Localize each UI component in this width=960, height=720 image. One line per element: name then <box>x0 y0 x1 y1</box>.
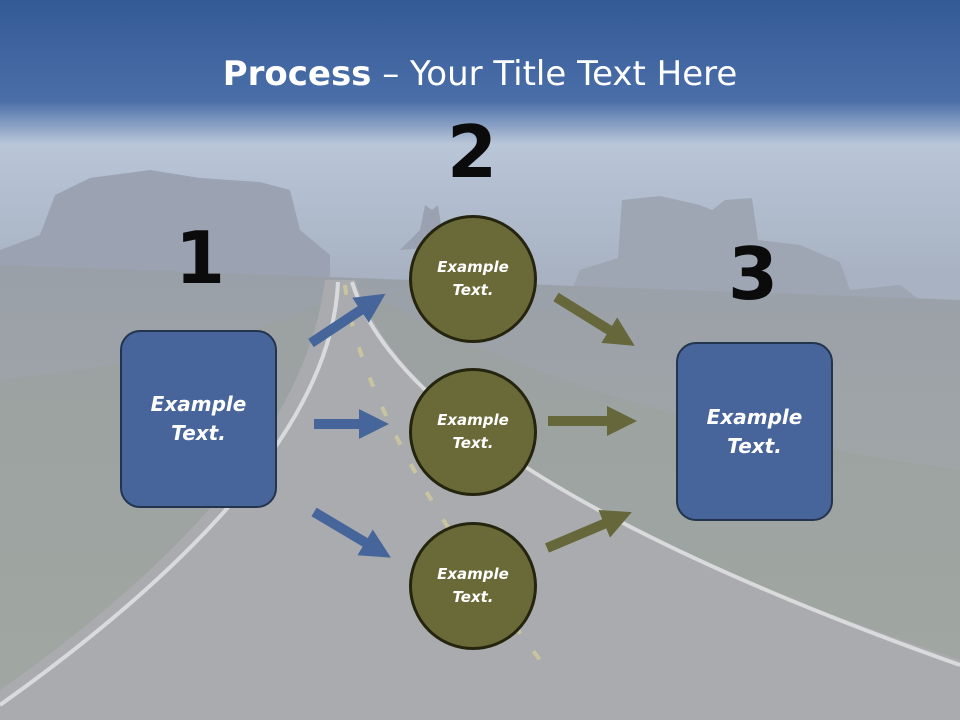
arrow-bottom-to-right <box>545 510 632 553</box>
step-number-2: 2 <box>446 110 498 194</box>
right-box-text: Example Text. <box>706 404 803 458</box>
circle-bottom-text: Example Text. <box>437 565 509 606</box>
arrow-left-to-top <box>308 293 386 348</box>
circle-top-text: Example Text. <box>437 258 509 299</box>
left-box-text: Example Text. <box>150 392 247 445</box>
circle-top: Example Text. <box>409 215 537 343</box>
right-text-box: Example Text. <box>676 342 833 521</box>
title-bold: Process <box>222 54 372 94</box>
circle-middle: Example Text. <box>409 368 537 496</box>
step-number-1: 1 <box>174 216 226 300</box>
title-rest: – Your Title Text Here <box>371 54 738 94</box>
step-number-3: 3 <box>727 232 779 316</box>
slide-title: Process – Your Title Text Here <box>0 52 960 96</box>
circle-middle-text: Example Text. <box>437 411 509 452</box>
circle-bottom: Example Text. <box>409 522 537 650</box>
left-text-box: Example Text. <box>120 330 277 508</box>
arrow-top-to-right <box>553 292 635 346</box>
arrow-left-to-bottom <box>311 507 391 558</box>
